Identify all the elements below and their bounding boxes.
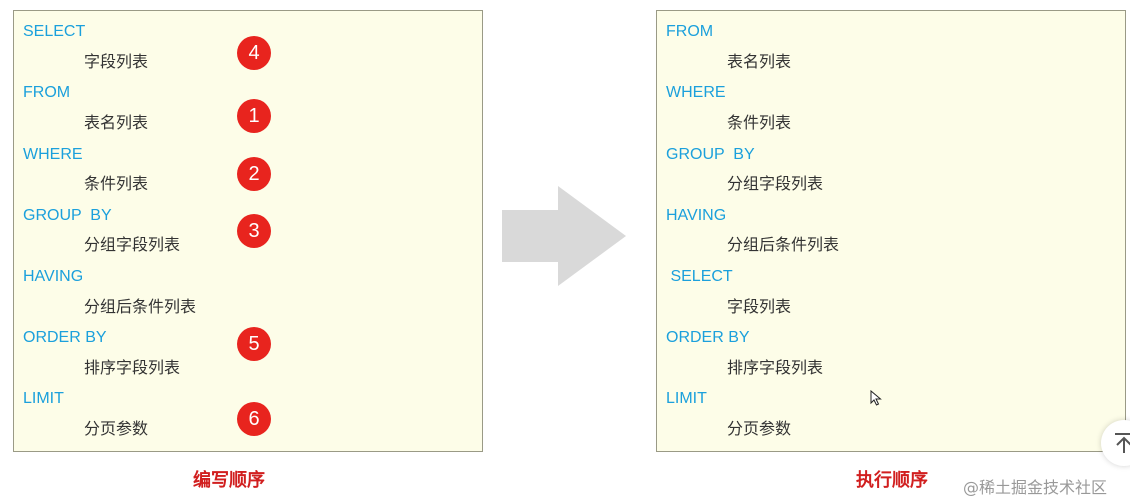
sql-keyword: SELECT <box>23 23 86 40</box>
sql-row: 分组后条件列表 <box>657 231 1125 261</box>
sql-row: SELECT <box>14 17 482 47</box>
sql-row: 字段列表 <box>657 293 1125 323</box>
sql-clause-value: 字段列表 <box>84 54 149 71</box>
sql-row: 表名列表 <box>657 48 1125 78</box>
sql-row: FROM <box>657 17 1125 47</box>
sql-clause-value: 条件列表 <box>727 115 792 132</box>
sql-row: 分组字段列表 <box>14 231 482 261</box>
execution-order-panel: FROM 表名列表 WHERE 条件列表 GROUP BY 分组字段列表 HAV… <box>656 10 1126 452</box>
sql-clause-value: 分页参数 <box>727 421 792 438</box>
sql-keyword: WHERE <box>666 84 726 101</box>
sql-clause-value: 排序字段列表 <box>84 360 181 377</box>
sql-clause-value: 分组后条件列表 <box>84 299 197 316</box>
sql-row: ORDER BY <box>14 323 482 353</box>
sql-keyword: WHERE <box>23 146 83 163</box>
sql-row: 表名列表 <box>14 109 482 139</box>
sql-row: HAVING <box>14 262 482 292</box>
order-badge: 4 <box>237 36 271 70</box>
sql-row: 条件列表 <box>657 109 1125 139</box>
sql-row: 字段列表 <box>14 48 482 78</box>
sql-clause-value: 分组后条件列表 <box>727 237 840 254</box>
sql-clause-value: 分组字段列表 <box>727 176 824 193</box>
sql-row: WHERE <box>14 140 482 170</box>
sql-clause-value: 分页参数 <box>84 421 149 438</box>
sql-row: 排序字段列表 <box>14 354 482 384</box>
order-badge: 6 <box>237 402 271 436</box>
mouse-pointer-icon <box>870 390 882 406</box>
watermark: @稀土掘金技术社区 <box>963 478 1108 497</box>
writing-order-panel: SELECT 字段列表 4 FROM 表名列表 1 WHERE 条件列表 2 G… <box>13 10 483 452</box>
sql-row: 条件列表 <box>14 170 482 200</box>
sql-row: HAVING <box>657 201 1125 231</box>
sql-clause-value: 排序字段列表 <box>727 360 824 377</box>
sql-row: 排序字段列表 <box>657 354 1125 384</box>
sql-keyword: FROM <box>666 23 714 40</box>
order-badge: 3 <box>237 214 271 248</box>
order-badge: 2 <box>237 157 271 191</box>
sql-keyword: ORDER BY <box>666 329 750 346</box>
sql-keyword: GROUP BY <box>23 207 112 224</box>
execution-order-caption: 执行顺序 <box>856 470 928 491</box>
sql-clause-value: 条件列表 <box>84 176 149 193</box>
sql-keyword: LIMIT <box>666 390 707 407</box>
sql-keyword: SELECT <box>666 268 733 285</box>
sql-keyword: ORDER BY <box>23 329 107 346</box>
sql-row: LIMIT <box>14 384 482 414</box>
sql-clause-value: 字段列表 <box>727 299 792 316</box>
back-to-top-icon <box>1115 433 1130 453</box>
sql-keyword: HAVING <box>23 268 84 285</box>
sql-row: GROUP BY <box>14 201 482 231</box>
sql-row: ORDER BY <box>657 323 1125 353</box>
right-arrow-icon <box>502 186 626 286</box>
sql-row: FROM <box>14 78 482 108</box>
sql-keyword: HAVING <box>666 207 727 224</box>
sql-row: GROUP BY <box>657 140 1125 170</box>
sql-keyword: LIMIT <box>23 390 64 407</box>
sql-row: 分页参数 <box>14 415 482 445</box>
sql-keyword: GROUP BY <box>666 146 755 163</box>
sql-row: 分组字段列表 <box>657 170 1125 200</box>
order-badge: 1 <box>237 99 271 133</box>
sql-row: 分页参数 <box>657 415 1125 445</box>
sql-keyword: FROM <box>23 84 71 101</box>
sql-clause-value: 表名列表 <box>727 54 792 71</box>
sql-row: 分组后条件列表 <box>14 293 482 323</box>
sql-clause-value: 表名列表 <box>84 115 149 132</box>
writing-order-caption: 编写顺序 <box>193 470 265 491</box>
sql-row: SELECT <box>657 262 1125 292</box>
sql-row: WHERE <box>657 78 1125 108</box>
sql-clause-value: 分组字段列表 <box>84 237 181 254</box>
order-badge: 5 <box>237 327 271 361</box>
sql-row: LIMIT <box>657 384 1125 414</box>
